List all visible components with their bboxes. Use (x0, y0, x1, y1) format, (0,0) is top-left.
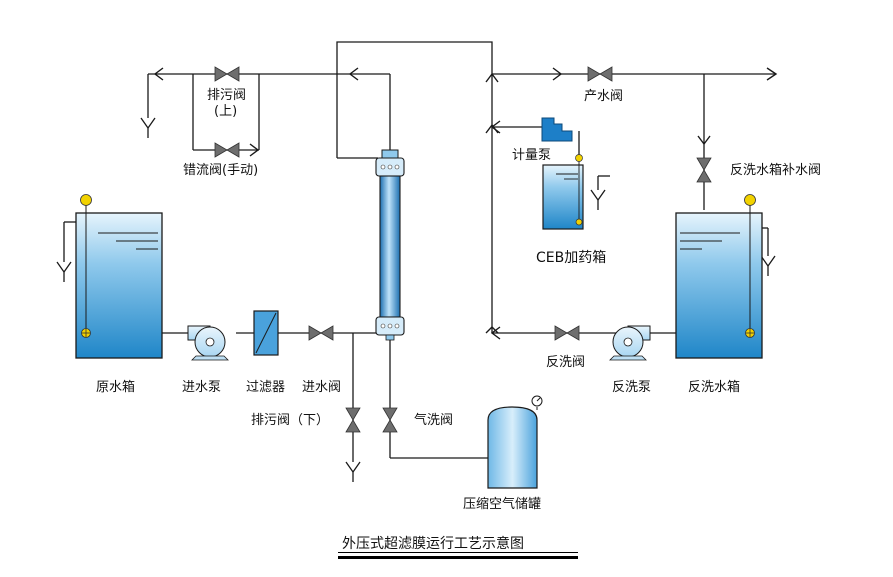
filter-label: 过滤器 (246, 380, 286, 395)
valve-icon[interactable] (587, 66, 613, 82)
drain-icon (56, 261, 72, 282)
uf-membrane-module (375, 149, 405, 341)
drain-icon (140, 117, 156, 138)
title-underline-thin (338, 552, 578, 553)
backwash-valve-label: 反洗阀 (546, 355, 586, 370)
backwash-tank-label: 反洗水箱 (688, 380, 741, 395)
drain-icon (760, 255, 776, 276)
valve-icon[interactable] (308, 325, 334, 341)
page-title: 外压式超滤膜运行工艺示意图 (342, 536, 524, 552)
backwash-water-tank (675, 194, 763, 359)
feed-pump-label: 进水泵 (182, 380, 222, 395)
float-switch-icon (575, 154, 583, 226)
metering-pump-icon[interactable] (541, 117, 573, 142)
piping (63, 41, 776, 462)
backwash-makeup-valve-label: 反洗水箱补水阀 (730, 163, 822, 178)
compressed-air-tank (487, 395, 543, 489)
valve-icon[interactable] (554, 325, 580, 341)
drain-icon (590, 189, 606, 210)
title-underline-thick (338, 556, 578, 559)
flow-arrow-icon (153, 67, 778, 340)
valve-icon[interactable] (345, 407, 361, 433)
metering-pump-label: 计量泵 (512, 148, 552, 163)
inlet-valve-label: 进水阀 (302, 380, 342, 395)
valve-icon[interactable] (214, 142, 240, 158)
float-switch-icon (744, 194, 756, 338)
backwash-pump-label: 反洗泵 (612, 380, 652, 395)
valve-icon[interactable] (214, 66, 240, 82)
air-wash-valve-label: 气洗阀 (414, 413, 454, 428)
pressure-gauge-icon (531, 395, 543, 407)
bypass-valve-label: 错流阀(手动) (183, 163, 259, 178)
pump-icon[interactable] (187, 325, 229, 361)
drain-icon (345, 461, 361, 482)
valve-icon[interactable] (382, 407, 398, 433)
filter-icon (253, 310, 279, 356)
raw-water-tank-label: 原水箱 (96, 380, 136, 395)
drain-valve-upper-label: 排污阀 (207, 88, 247, 103)
raw-water-tank (75, 194, 163, 359)
ceb-tank-label: CEB加药箱 (536, 250, 607, 266)
drain-valve-upper-suffix: (上) (214, 104, 238, 119)
ceb-dosing-tank (542, 154, 584, 230)
valve-icon[interactable] (696, 157, 712, 183)
float-switch-icon (80, 194, 92, 338)
pump-icon[interactable] (609, 325, 651, 361)
product-valve-label: 产水阀 (584, 89, 624, 104)
drain-valve-lower-label: 排污阀（下） (251, 413, 330, 428)
air-storage-tank-label: 压缩空气储罐 (463, 497, 542, 512)
